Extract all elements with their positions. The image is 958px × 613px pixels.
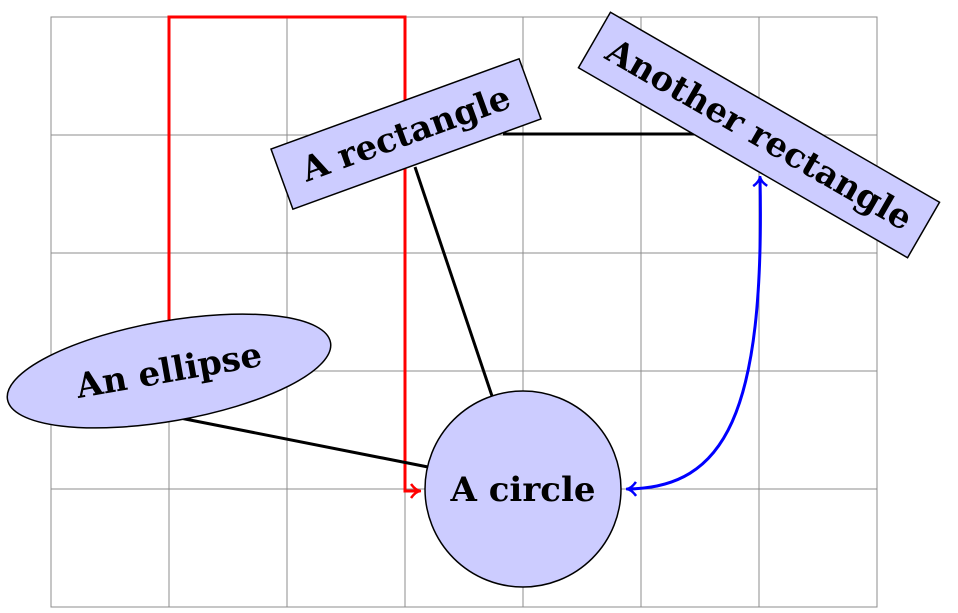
circle-label: A circle: [450, 470, 596, 510]
edge-blue-curve-another-rectangle-to-circle: [627, 177, 760, 489]
edge-ellipse-to-circle: [174, 415, 429, 469]
node-ellipse: An ellipse: [6, 313, 332, 429]
node-circle: A circle: [424, 390, 622, 588]
another-rectangle-shape: [577, 11, 941, 259]
ellipse-shape: [6, 313, 332, 429]
black-connectors: [174, 132, 694, 469]
edge-rectangle-to-circle: [413, 166, 494, 397]
edge-red-arrow-ellipse-to-circle: [167, 15, 420, 491]
circle-shape: [424, 390, 622, 588]
rectangle-shape: [270, 57, 542, 211]
